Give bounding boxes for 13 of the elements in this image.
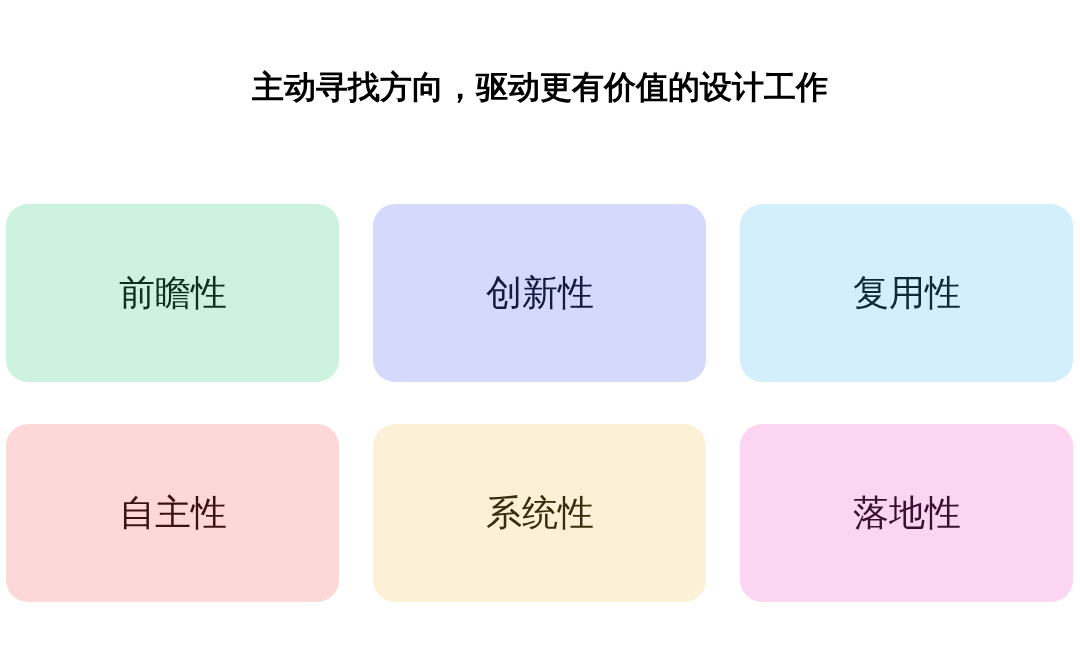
box-label: 创新性 (485, 270, 594, 315)
rounded-box (740, 204, 1073, 382)
rounded-box (740, 424, 1073, 602)
rounded-box (373, 424, 706, 602)
box-label: 落地性 (852, 490, 961, 535)
box-label: 系统性 (485, 490, 594, 535)
box-label: 前瞻性 (118, 270, 227, 315)
rounded-box (6, 204, 339, 382)
rounded-box (6, 424, 339, 602)
rounded-box (373, 204, 706, 382)
box-label: 复用性 (852, 270, 961, 315)
box-label: 自主性 (118, 490, 227, 535)
title: 主动寻找方向，驱动更有价值的设计工作 (252, 68, 828, 106)
